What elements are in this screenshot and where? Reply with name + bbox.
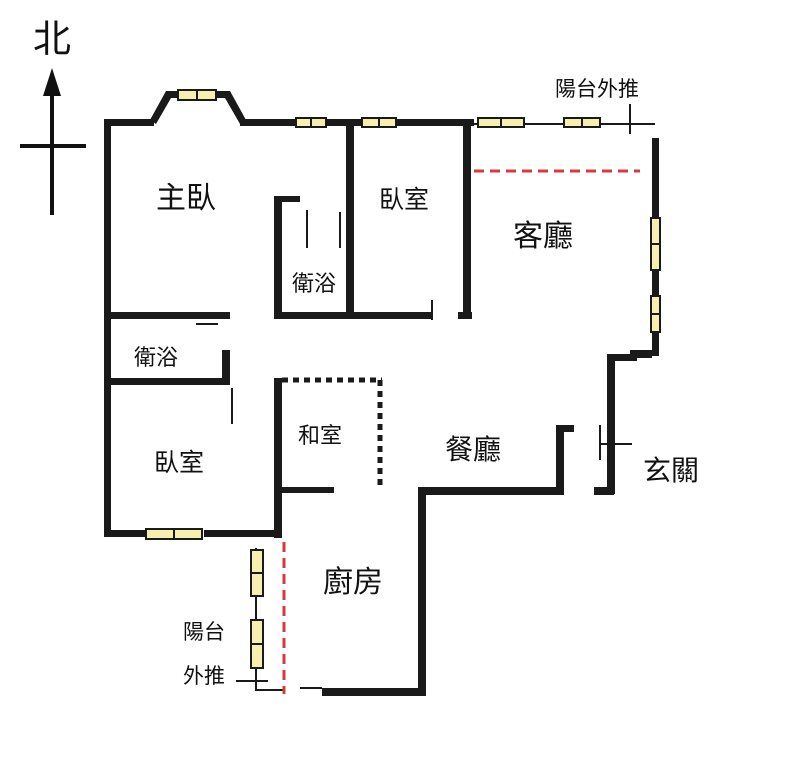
- interior-walls: [104, 119, 472, 538]
- annotation-balcony-extend-top: 陽台外推: [555, 77, 639, 101]
- room-labels: 主臥 臥室 客廳 衛浴 衛浴 和室 餐廳 玄關 臥室 廚房: [134, 181, 699, 600]
- annotation-extend: 外推: [183, 664, 225, 688]
- annotation-balcony: 陽台: [183, 620, 225, 644]
- annotations: 陽台外推 陽台 外推: [183, 77, 639, 688]
- label-master-bedroom: 主臥: [156, 181, 216, 216]
- label-bath-hall: 衛浴: [134, 346, 178, 371]
- windows: [145, 89, 661, 669]
- label-kitchen: 廚房: [323, 565, 383, 600]
- label-living-room: 客廳: [513, 219, 573, 254]
- label-bath-master: 衛浴: [292, 272, 336, 297]
- north-arrow-icon: [43, 68, 61, 96]
- north-compass: 北: [20, 17, 86, 215]
- balcony-extension-lines: [282, 169, 640, 694]
- exterior-walls: [104, 91, 659, 696]
- japanese-room-dotted-outline: [282, 377, 383, 490]
- label-entrance: 玄關: [643, 454, 699, 487]
- label-dining-room: 餐廳: [445, 433, 501, 466]
- label-bedroom-top: 臥室: [379, 185, 429, 214]
- label-japanese-room: 和室: [298, 424, 342, 449]
- north-label: 北: [33, 17, 71, 61]
- label-bedroom-bottom: 臥室: [154, 448, 204, 477]
